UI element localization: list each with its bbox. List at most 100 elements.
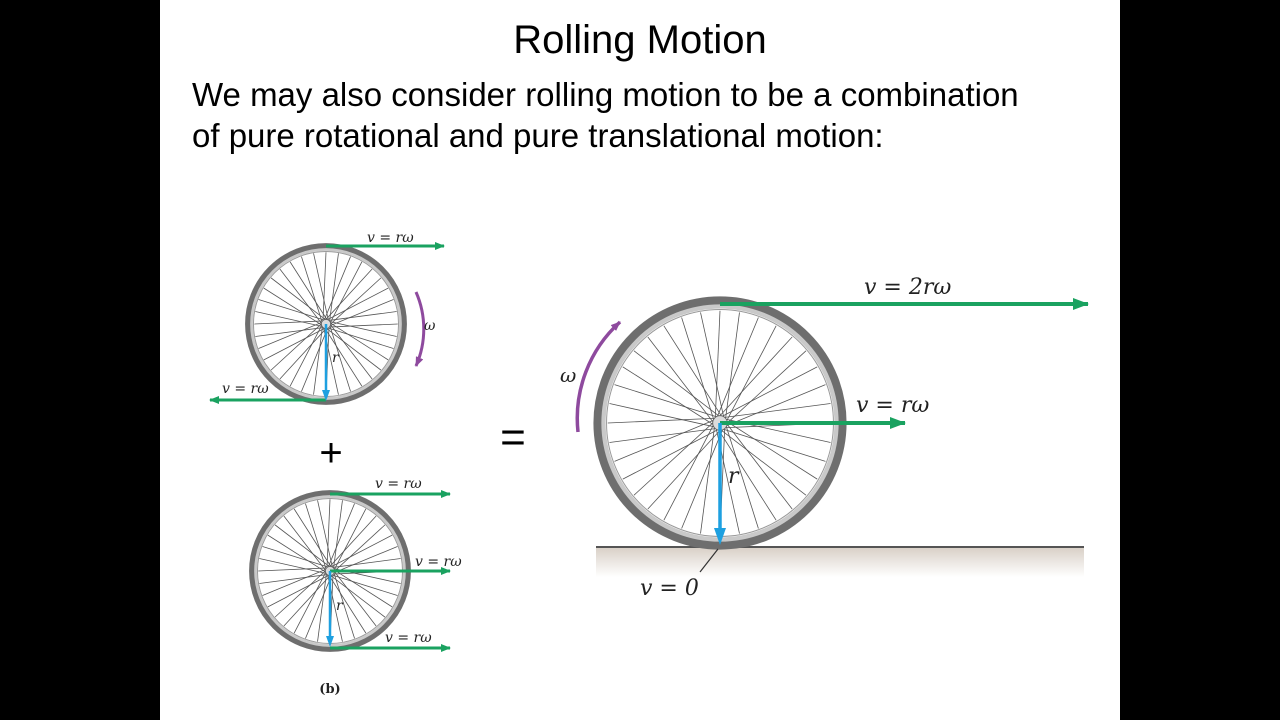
spoke [305, 503, 327, 570]
spoke [329, 277, 382, 326]
spoke [633, 350, 721, 418]
spoke [718, 336, 793, 418]
spoke [329, 325, 351, 392]
roll-contact-velocity-label: v = 0 [640, 576, 699, 601]
spoke [725, 420, 818, 480]
figure-caption: (b) [319, 682, 340, 697]
rolling-motion-diagram: v = rω v = rω r ω + v = rω v = rω v = rω [209, 230, 1089, 697]
spoke [331, 558, 401, 568]
spoke [259, 558, 328, 574]
slide: Rolling Motion We may also consider roll… [160, 0, 1120, 720]
spoke [614, 384, 719, 418]
spoke [333, 508, 367, 571]
spoke [326, 499, 331, 569]
spoke [716, 317, 759, 418]
spoke [267, 574, 330, 608]
spoke [647, 428, 722, 510]
spoke [719, 428, 807, 496]
spoke [722, 403, 831, 419]
spoke [263, 327, 326, 361]
roll-center-velocity-label: v = rω [856, 393, 929, 418]
spoke [329, 574, 386, 618]
spoke [329, 253, 339, 323]
spoke [258, 321, 323, 349]
spoke [700, 425, 716, 534]
spoke [289, 324, 323, 387]
spoke [301, 256, 323, 323]
translation-wheel: v = rω v = rω v = rω r [249, 476, 462, 652]
spoke [328, 515, 377, 568]
spoke [328, 323, 398, 328]
spoke [270, 322, 323, 371]
spoke [327, 327, 394, 349]
spoke [283, 515, 327, 572]
spoke [322, 252, 327, 322]
spoke [327, 311, 397, 321]
spoke [293, 508, 332, 568]
spoke [293, 571, 327, 634]
spoke [717, 428, 777, 521]
body-line-1: We may also consider rolling motion to b… [192, 76, 1019, 113]
spoke [329, 322, 389, 361]
spoke [607, 417, 717, 424]
spoke [724, 312, 740, 421]
spoke [622, 428, 720, 480]
slide-title: Rolling Motion [513, 18, 767, 62]
rotation-wheel: v = rω v = rω r ω [209, 230, 445, 405]
spoke [328, 321, 397, 337]
spoke [647, 336, 715, 424]
spoke [262, 568, 327, 596]
spoke [327, 503, 355, 568]
spoke [609, 403, 716, 428]
trans-center-velocity-label: v = rω [415, 554, 462, 570]
spoke [333, 572, 355, 639]
spoke [328, 574, 367, 634]
spoke [329, 261, 363, 324]
spoke [317, 572, 327, 642]
spoke [333, 569, 393, 608]
spoke [255, 311, 324, 327]
spoke [263, 287, 323, 326]
spoke [725, 350, 807, 425]
spoke [259, 574, 329, 584]
spoke [305, 574, 333, 639]
roll-top-velocity-label: v = 2rω [864, 275, 951, 300]
spoke [725, 424, 759, 529]
spoke [255, 327, 325, 337]
spoke [254, 320, 324, 325]
trans-top-velocity-label: v = rω [375, 476, 422, 492]
spoke [258, 567, 328, 572]
roll-omega-label: ω [560, 363, 576, 387]
spoke [333, 500, 343, 570]
rot-radius-arrowhead [322, 390, 330, 401]
roll-radius-label: r [728, 464, 740, 489]
rot-radius-label: r [332, 350, 340, 366]
roll-omega-arrow [575, 320, 622, 433]
spoke [681, 428, 724, 529]
equals-sign: = [500, 413, 526, 462]
ground-shadow [596, 547, 1084, 577]
spoke [720, 366, 818, 418]
spoke [725, 325, 777, 423]
spoke [267, 534, 327, 573]
spoke [326, 287, 389, 321]
spoke [301, 327, 329, 392]
spoke [609, 427, 718, 443]
spoke [323, 256, 351, 321]
body-line-2: of pure rotational and pure translationa… [192, 117, 884, 154]
spoke [725, 422, 793, 510]
plus-sign: + [319, 431, 342, 475]
spoke [622, 366, 715, 426]
spoke [324, 327, 363, 387]
spoke [333, 524, 386, 573]
spoke [714, 310, 721, 420]
spoke [663, 325, 723, 418]
spoke [700, 312, 725, 419]
spoke [329, 299, 394, 327]
spoke [262, 546, 329, 568]
spoke [313, 325, 323, 395]
spoke [279, 327, 328, 380]
spoke [274, 569, 327, 618]
spoke [721, 428, 826, 462]
